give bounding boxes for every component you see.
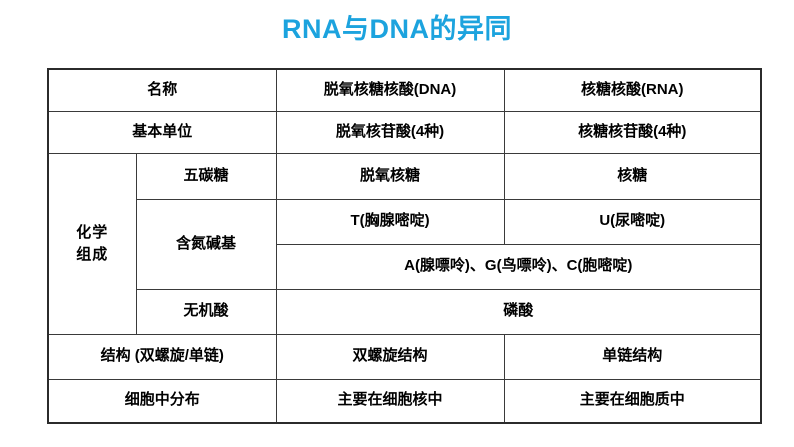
row-label-name: 名称: [47, 68, 277, 112]
table-row-structure: 结构 (双螺旋/单链) 双螺旋结构 单链结构: [47, 333, 762, 380]
cell-pentose-rna: 核糖: [503, 152, 762, 200]
table-row-nitrogen-base-unique: 含氮碱基 T(胸腺嘧啶) U(尿嘧啶): [48, 198, 762, 290]
table-row-nitrogen-base-shared: A(腺嘌呤)、G(鸟嘌呤)、C(胞嘧啶): [48, 243, 762, 290]
cell-nitrogen-base-dna-unique: T(胸腺嘧啶): [275, 198, 505, 245]
rna-dna-comparison-table: 名称 脱氧核糖核酸(DNA) 核糖核酸(RNA) 基本单位 脱氧核苷酸(4种) …: [47, 68, 763, 424]
row-label-inorganic-acid: 无机酸: [135, 288, 277, 335]
cell-nitrogen-base-shared: A(腺嘌呤)、G(鸟嘌呤)、C(胞嘧啶): [275, 243, 762, 290]
cell-distribution-dna: 主要在细胞核中: [275, 378, 505, 424]
chemical-label-line1: 化学: [76, 223, 109, 241]
table-row-basic-unit: 基本单位 脱氧核苷酸(4种) 核糖核苷酸(4种): [47, 110, 762, 154]
table-row-pentose: 化学 组成 五碳糖 脱氧核糖 核糖: [47, 152, 762, 335]
row-label-nitrogen-base: 含氮碱基: [135, 198, 277, 290]
table-row-name: 名称 脱氧核糖核酸(DNA) 核糖核酸(RNA): [47, 68, 762, 112]
row-label-pentose: 五碳糖: [135, 152, 277, 200]
cell-name-rna: 核糖核酸(RNA): [503, 68, 762, 112]
row-label-distribution: 细胞中分布: [47, 378, 277, 424]
cell-structure-dna: 双螺旋结构: [275, 333, 505, 380]
cell-name-dna: 脱氧核糖核酸(DNA): [275, 68, 505, 112]
row-label-structure: 结构 (双螺旋/单链): [47, 333, 277, 380]
comparison-table-container: 名称 脱氧核糖核酸(DNA) 核糖核酸(RNA) 基本单位 脱氧核苷酸(4种) …: [47, 68, 763, 424]
row-label-basic-unit: 基本单位: [47, 110, 277, 154]
table-row-distribution: 细胞中分布 主要在细胞核中 主要在细胞质中: [47, 378, 762, 424]
cell-pentose-dna: 脱氧核糖: [275, 152, 505, 200]
table-row-inorganic-acid: 无机酸 磷酸: [48, 288, 762, 335]
chemical-label-line2: 组成: [76, 245, 109, 263]
page-title: RNA与DNA的异同: [282, 14, 512, 44]
cell-basic-unit-rna: 核糖核苷酸(4种): [503, 110, 762, 154]
cell-basic-unit-dna: 脱氧核苷酸(4种): [275, 110, 505, 154]
cell-inorganic-acid-shared: 磷酸: [275, 288, 762, 335]
row-label-chemical-composition: 化学 组成: [47, 152, 137, 335]
cell-nitrogen-base-rna-unique: U(尿嘧啶): [503, 198, 762, 245]
cell-structure-rna: 单链结构: [503, 333, 762, 380]
cell-distribution-rna: 主要在细胞质中: [503, 378, 762, 424]
